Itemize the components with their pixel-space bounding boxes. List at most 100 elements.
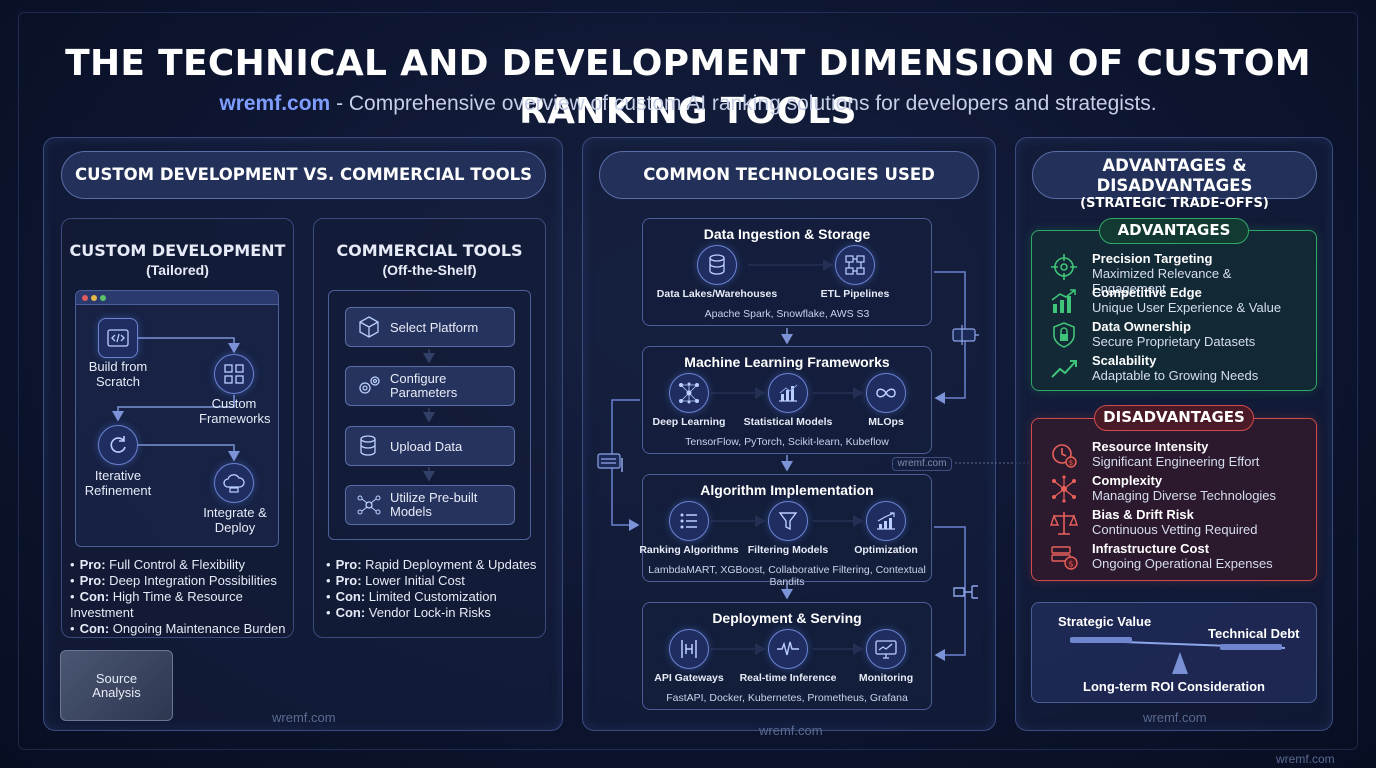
node-integrate-deploy: Integrate & Deploy xyxy=(203,505,267,535)
plug-icon xyxy=(950,578,980,604)
list-item: Con: Limited Customization xyxy=(326,589,540,605)
advantages-title: ADVANTAGES xyxy=(1099,218,1249,244)
monitor-icon xyxy=(866,629,906,669)
step-upload-data[interactable]: Upload Data xyxy=(345,426,515,466)
balance-left-label: Strategic Value xyxy=(1058,614,1152,629)
disadvantage-bias-drift: Bias & Drift Risk Continuous Vetting Req… xyxy=(1048,507,1308,539)
node-statistical-models: Statistical Models xyxy=(743,416,833,428)
code-icon xyxy=(98,318,138,358)
middle-section-header: COMMON TECHNOLOGIES USED xyxy=(599,151,979,199)
step-select-platform[interactable]: Select Platform xyxy=(345,307,515,347)
svg-text:$: $ xyxy=(1068,560,1073,569)
transfer-icon xyxy=(950,323,980,347)
tech-box-footer: Apache Spark, Snowflake, AWS S3 xyxy=(704,308,870,320)
trend-chart-icon xyxy=(866,501,906,541)
step-label: Configure Parameters xyxy=(390,371,458,400)
server-dollar-icon: $ xyxy=(1048,541,1080,573)
advantage-desc: Secure Proprietary Datasets xyxy=(1092,334,1256,349)
scales-icon xyxy=(1048,507,1080,539)
balance-scale-icon xyxy=(1069,637,1286,674)
gateway-icon xyxy=(669,629,709,669)
node-mlops: MLOps xyxy=(868,416,904,428)
api-connector-icon xyxy=(596,450,626,474)
step-label: Utilize Pre-built Models xyxy=(390,490,478,519)
custom-development-subtitle: (Tailored) xyxy=(146,262,209,278)
commercial-tools-title: COMMERCIAL TOOLS xyxy=(336,241,523,260)
list-item: Pro: Full Control & Flexibility xyxy=(70,557,294,573)
balance-right-label: Technical Debt xyxy=(1208,626,1300,641)
database-icon xyxy=(697,245,737,285)
disadvantage-title: Bias & Drift Risk xyxy=(1092,507,1194,522)
balance-caption: Long-term ROI Consideration xyxy=(1083,679,1265,694)
node-build-from-scratch: Build from Scratch xyxy=(88,359,148,389)
disadvantage-title: Infrastructure Cost xyxy=(1092,541,1210,556)
source-analysis-button[interactable]: Source Analysis xyxy=(60,650,173,721)
window-titlebar xyxy=(76,291,278,305)
page-subtitle: wremf.com - Comprehensive overview of cu… xyxy=(0,90,1376,118)
window-close-dot xyxy=(82,295,88,301)
trend-up-icon xyxy=(1048,353,1080,385)
advantage-desc: Unique User Experience & Value xyxy=(1092,300,1282,315)
advantage-title: Precision Targeting xyxy=(1092,251,1213,266)
window-max-dot xyxy=(100,295,106,301)
right-section-title: ADVANTAGES & DISADVANTAGES xyxy=(1096,156,1253,195)
clock-dollar-icon: $ xyxy=(1048,439,1080,471)
bar-growth-icon xyxy=(1048,285,1080,317)
advantages-card xyxy=(1031,230,1317,391)
disadvantage-title: Resource Intensity xyxy=(1092,439,1209,454)
subtitle-text: - Comprehensive overview of custom AI ra… xyxy=(330,92,1157,115)
node-realtime-inference: Real-time Inference xyxy=(739,672,837,684)
crosshair-icon xyxy=(1048,251,1080,283)
tech-box-title: Algorithm Implementation xyxy=(700,482,874,498)
tech-box-data-ingestion: Data Ingestion & Storage Apache Spark, S… xyxy=(642,218,932,326)
list-item: Pro: Deep Integration Possibilities xyxy=(70,573,294,589)
node-filtering-models: Filtering Models xyxy=(747,544,829,556)
roi-balance-card xyxy=(1031,602,1317,703)
gears-icon xyxy=(354,372,384,400)
node-data-lakes: Data Lakes/Warehouses xyxy=(656,288,778,300)
custom-development-title: CUSTOM DEVELOPMENT xyxy=(69,241,286,260)
neural-icon xyxy=(669,373,709,413)
tech-box-footer: FastAPI, Docker, Kubernetes, Prometheus,… xyxy=(666,692,908,704)
disadvantage-desc: Significant Engineering Effort xyxy=(1092,454,1260,469)
step-utilize-models[interactable]: Utilize Pre-built Models xyxy=(345,485,515,525)
pulse-icon xyxy=(768,629,808,669)
custom-pros-cons: Pro: Full Control & Flexibility Pro: Dee… xyxy=(70,557,294,637)
disadvantage-desc: Managing Diverse Technologies xyxy=(1092,488,1277,503)
node-api-gateways: API Gateways xyxy=(654,672,724,684)
left-section-header: CUSTOM DEVELOPMENT VS. COMMERCIAL TOOLS xyxy=(61,151,546,199)
node-optimization: Optimization xyxy=(854,544,918,556)
disadvantage-title: Complexity xyxy=(1092,473,1163,488)
brand-link[interactable]: wremf.com xyxy=(219,92,331,115)
tech-box-footer: LambdaMART, XGBoost, Collaborative Filte… xyxy=(648,564,926,588)
node-etl-pipelines: ETL Pipelines xyxy=(820,288,890,300)
commercial-pros-cons: Pro: Rapid Deployment & Updates Pro: Low… xyxy=(326,557,540,621)
node-monitoring: Monitoring xyxy=(858,672,914,684)
shield-lock-icon xyxy=(1048,319,1080,351)
tech-box-footer: TensorFlow, PyTorch, Scikit-learn, Kubef… xyxy=(685,436,889,448)
advantage-data-ownership: Data Ownership Secure Proprietary Datase… xyxy=(1048,319,1308,351)
refresh-icon xyxy=(98,425,138,465)
list-item: Pro: Lower Initial Cost xyxy=(326,573,540,589)
tech-box-title: Data Ingestion & Storage xyxy=(703,226,871,242)
hub-icon xyxy=(1048,473,1080,505)
source-analysis-label: Source Analysis xyxy=(92,670,141,700)
advantage-scalability: Scalability Adaptable to Growing Needs xyxy=(1048,353,1308,385)
list-item: Con: Vendor Lock-in Risks xyxy=(326,605,540,621)
advantage-precision-targeting: Precision Targeting Maximized Relevance … xyxy=(1048,251,1308,296)
funnel-icon xyxy=(768,501,808,541)
bar-chart-icon xyxy=(768,373,808,413)
advantage-desc: Maximized Relevance & Engagement xyxy=(1092,266,1232,296)
disadvantage-infrastructure-cost: $ Infrastructure Cost Ongoing Operationa… xyxy=(1048,541,1308,573)
disadvantage-desc: Continuous Vetting Required xyxy=(1092,522,1258,537)
advantage-title: Data Ownership xyxy=(1092,319,1191,334)
step-configure-parameters[interactable]: Configure Parameters xyxy=(345,366,515,406)
right-watermark: wremf.com xyxy=(1143,710,1207,725)
cloud-deploy-icon xyxy=(214,463,254,503)
step-label: Upload Data xyxy=(390,438,463,454)
commercial-tools-subtitle: (Off-the-Shelf) xyxy=(382,262,477,278)
inline-watermark: wremf.com xyxy=(892,457,952,471)
right-section-header: ADVANTAGES & DISADVANTAGES (STRATEGIC TR… xyxy=(1032,151,1317,211)
advantage-desc: Adaptable to Growing Needs xyxy=(1092,368,1259,383)
list-item: Pro: Rapid Deployment & Updates xyxy=(326,557,540,573)
